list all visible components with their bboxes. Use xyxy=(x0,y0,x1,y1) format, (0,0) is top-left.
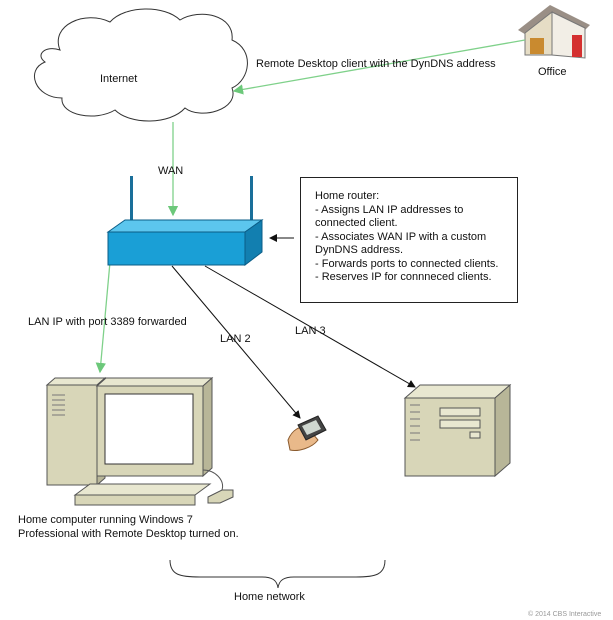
lan-ip-link xyxy=(95,261,111,374)
office-label: Office xyxy=(538,66,567,78)
home-network-label: Home network xyxy=(234,591,305,603)
lan2-link xyxy=(171,265,301,419)
router-info-line: - Assigns LAN IP addresses to xyxy=(315,203,464,216)
copyright-label: © 2014 CBS Interactive xyxy=(528,611,602,618)
remote-desktop-link xyxy=(232,39,526,95)
lan2-label: LAN 2 xyxy=(220,333,251,345)
router-info-line: - Forwards ports to connected clients. xyxy=(315,257,499,270)
home-network-brace xyxy=(169,559,386,589)
router-info-box: Home router: - Assigns LAN IP addresses … xyxy=(300,177,518,303)
router-info-title: Home router: xyxy=(315,190,380,202)
internet-cloud xyxy=(34,8,248,122)
lan-ip-label: LAN IP with port 3389 forwarded xyxy=(28,316,187,328)
router-info-line: DynDNS address. xyxy=(315,244,404,256)
lan3-label: LAN 3 xyxy=(295,325,326,337)
router-info-line: connected client. xyxy=(315,217,398,229)
lan3-link xyxy=(204,265,416,388)
internet-label: Internet xyxy=(100,73,138,85)
router-info-line: - Associates WAN IP with a custom xyxy=(315,230,487,243)
home-computer-caption-1: Home computer running Windows 7 xyxy=(18,514,193,526)
home-computer-caption-2: Professional with Remote Desktop turned … xyxy=(18,528,239,540)
pda-device-icon xyxy=(287,415,327,451)
remote-desktop-label: Remote Desktop client with the DynDNS ad… xyxy=(256,58,496,70)
wan-label: WAN xyxy=(158,165,184,177)
server-icon xyxy=(403,383,512,478)
home-computer-icon xyxy=(45,376,234,506)
office-house-icon xyxy=(518,5,590,59)
router-info-line: - Reserves IP for connneced clients. xyxy=(315,271,492,283)
router-icon xyxy=(106,176,264,267)
